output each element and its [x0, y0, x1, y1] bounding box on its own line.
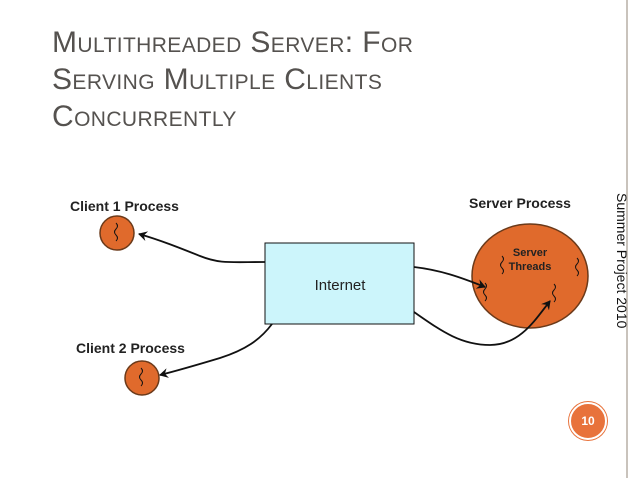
- client-2-label: Client 2 Process: [76, 340, 185, 356]
- thread-squiggle-icon: [483, 282, 487, 302]
- internet-to-client-1-arrow: [138, 231, 266, 264]
- server-process: Server Threads: [471, 223, 589, 329]
- internet-to-server-thread-arrow: [413, 266, 486, 289]
- client-1-label: Client 1 Process: [70, 198, 179, 214]
- client-2-route-to-server-thread-arrow: [413, 300, 551, 346]
- internet-box: Internet: [264, 242, 415, 325]
- internet-to-client-2-arrow: [159, 323, 273, 378]
- right-border-rule: [626, 0, 628, 478]
- thread-squiggle-icon: [139, 367, 143, 387]
- thread-squiggle-icon: [500, 255, 504, 275]
- slide-title: Multithreaded Server: For Serving Multip…: [52, 24, 572, 135]
- internet-label: Internet: [315, 277, 367, 294]
- thread-squiggle-icon: [575, 257, 579, 277]
- slide-title-line-3: Concurrently: [52, 100, 237, 133]
- page-number-badge: 10: [569, 402, 607, 440]
- slide-title-line-2: Serving Multiple Clients: [52, 63, 383, 96]
- server-threads-line-1: Server: [513, 247, 548, 259]
- client-1-process: [99, 215, 135, 251]
- thread-squiggle-icon: [114, 222, 118, 242]
- thread-squiggle-icon: [552, 283, 556, 303]
- client-2-process: [124, 360, 160, 396]
- server-process-label: Server Process: [469, 195, 571, 211]
- server-threads-line-2: Threads: [509, 261, 552, 273]
- summer-project-text: Summer Project 2010: [614, 193, 630, 329]
- summer-project-side-label: Summer Project 2010: [602, 191, 632, 345]
- slide-title-line-1: Multithreaded Server: For: [52, 26, 414, 59]
